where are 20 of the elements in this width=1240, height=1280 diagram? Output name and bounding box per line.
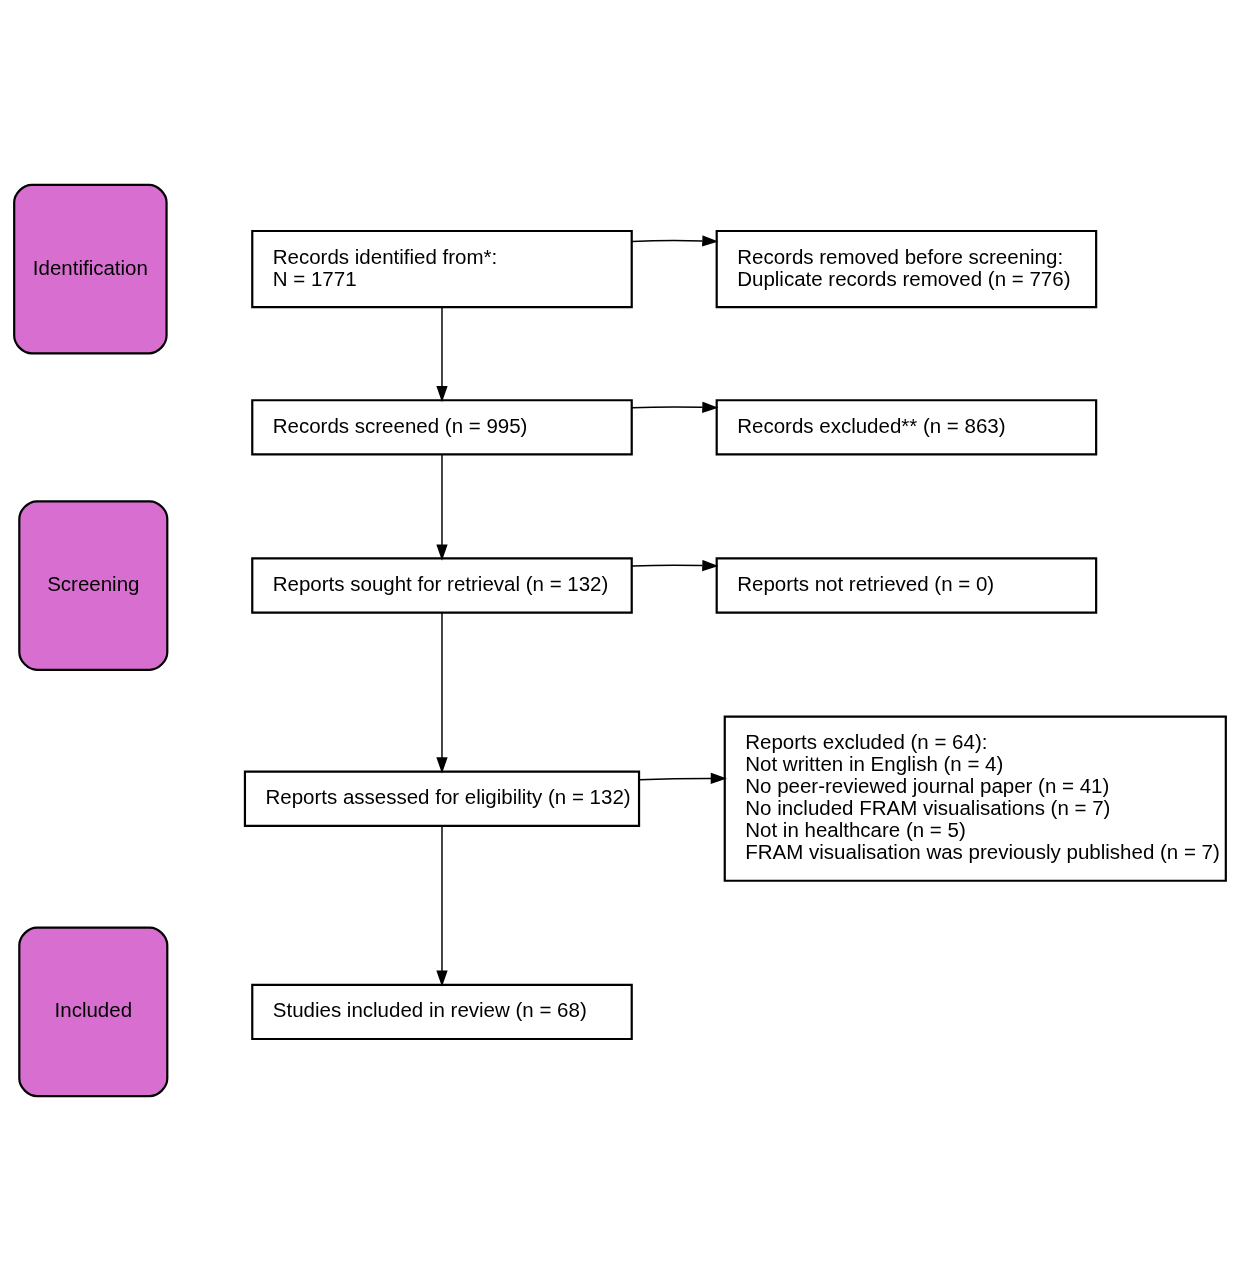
arrow: [631, 559, 719, 571]
arrow: [436, 453, 448, 561]
node-box: Reports sought for retrieval (n = 132): [251, 556, 633, 614]
node-box: Studies included in review (n = 68): [251, 983, 633, 1040]
node-box: Included: [18, 926, 169, 1097]
node-box: Records identified from*: N = 1771: [251, 229, 633, 308]
node-box: Records excluded** (n = 863): [715, 398, 1098, 456]
arrow: [631, 234, 719, 247]
node-box: Records screened (n = 995): [251, 398, 633, 456]
arrow: [436, 611, 448, 773]
node-box: Reports assessed for eligibility (n = 132): [243, 770, 641, 827]
arrow: [436, 824, 448, 987]
arrow: [638, 772, 727, 784]
node-box: Screening: [18, 499, 169, 671]
node-box: Records removed before screening: Duplicate records removed (n = 776): [715, 229, 1098, 308]
arrow: [436, 306, 448, 402]
node-box: Reports excluded (n = 64): Not written in English (n = 4) No peer-reviewed journal paper (n = 41) No included FRAM visualisations (n = 7) Not in healthcare (n = 5) FRAM visualisation was previously published (n = 7): [723, 715, 1227, 882]
node-box: Reports not retrieved (n = 0): [715, 556, 1098, 614]
node-box: Identification: [13, 183, 168, 354]
arrow: [631, 401, 719, 413]
